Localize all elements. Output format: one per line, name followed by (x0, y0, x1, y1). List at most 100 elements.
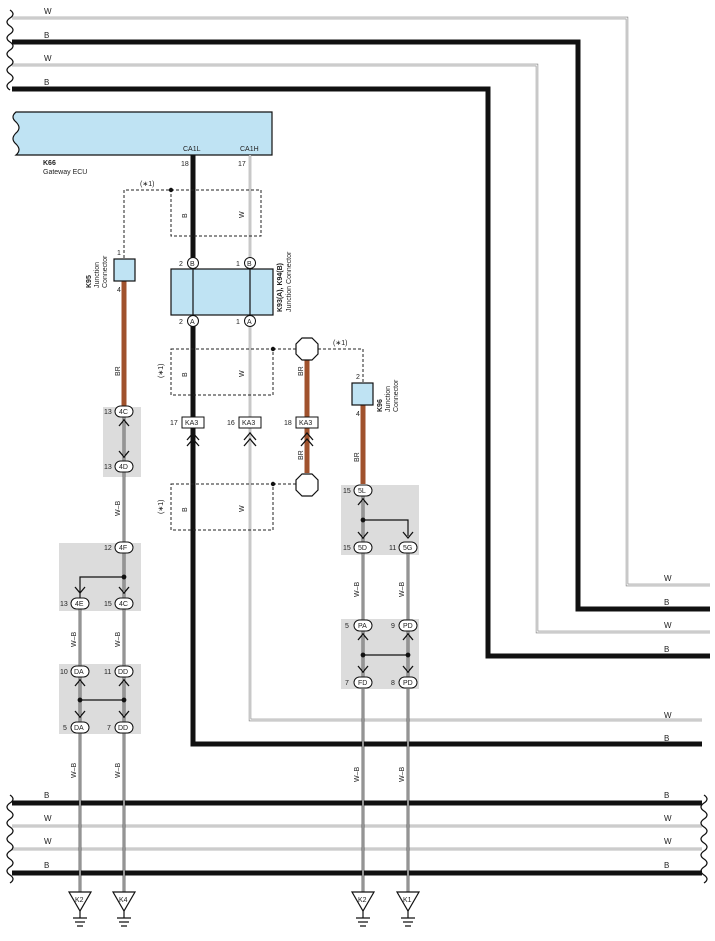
ground-k4: K4 (111, 891, 137, 927)
ground-label-3: K2 (358, 897, 367, 904)
c5g-name: 5G (403, 545, 412, 552)
wb-label-l5: W–B (115, 763, 122, 779)
k96-code: K96 (377, 399, 384, 412)
cda-top-name: DA (74, 669, 84, 676)
label-b-bottom-2r: B (664, 861, 669, 870)
right-wb-wires: W–B W–B W–B W–B (354, 495, 411, 892)
k93-code: K93(A), K94(B) (277, 263, 284, 312)
can-wires (190, 155, 702, 747)
connector-4d: 4D 13 (104, 450, 134, 473)
cpd-top-pin: 9 (391, 623, 395, 630)
cdd-top-name: DD (118, 669, 128, 676)
label-b-right-3: B (664, 734, 669, 743)
cfd-pin: 7 (345, 680, 349, 687)
ka3-name-18: KA3 (299, 420, 312, 427)
cpa-name: PA (358, 623, 367, 630)
connector-pa: PA 5 (345, 619, 373, 641)
label-b-right-2: B (664, 645, 669, 654)
label-b-top-2: B (44, 78, 49, 87)
k93-letter-a-2: A (247, 319, 252, 326)
connector-4e: 4E 13 (60, 586, 90, 610)
k93-pin-b-right: 1 (236, 261, 240, 268)
ground-label-1: K2 (75, 897, 84, 904)
ground-label-2: K4 (119, 897, 128, 904)
cpd-top-name: PD (403, 623, 413, 630)
c5g-pin: 11 (389, 545, 396, 552)
cdd-top-pin: 11 (104, 669, 111, 676)
connector-da-top: DA 10 (60, 665, 90, 687)
label-w-right-2: W (664, 621, 672, 630)
label-w-ca1h-3: W (239, 505, 246, 512)
k96-wire-br: BR (354, 452, 361, 462)
c4e-name: 4E (75, 601, 84, 608)
label-w-bottom-2: W (44, 837, 52, 846)
connector-4c-top: 4C 13 (104, 405, 134, 427)
ground-k2-left: K2 (67, 891, 93, 927)
k95-name-1: Junction (94, 262, 101, 288)
k96-name-1: Junction (385, 386, 392, 412)
ka3-name-16: KA3 (242, 420, 255, 427)
junction-connector-k96: 2 4 K96 Junction Connector BR (351, 374, 400, 484)
c4e-pin: 13 (60, 601, 68, 608)
connector-5l: 5L 15 (343, 484, 373, 506)
label-b-right-1: B (664, 598, 669, 607)
harness-wires: W B W B W B W B W B B W W B B W W B (6, 7, 710, 884)
c5d-name: 5D (358, 545, 367, 552)
cpa-pin: 5 (345, 623, 349, 630)
cda-top-pin: 10 (60, 669, 68, 676)
cpd-bot-pin: 8 (391, 680, 395, 687)
label-w-ca1h-1: W (239, 211, 246, 218)
c5l-pin: 15 (343, 488, 351, 495)
cpd-bot-name: PD (403, 680, 413, 687)
wb-label-r1: W–B (354, 582, 361, 598)
ka3-pin-18: 18 (284, 420, 292, 427)
k93-pin-a-left: 2 (179, 319, 183, 326)
connector-pd-top: PD 9 (391, 619, 418, 641)
br-label-1: BR (298, 366, 305, 376)
connector-5d: 5D 15 (343, 531, 373, 554)
k96-pin-bottom: 4 (356, 411, 360, 418)
ecu-name: Gateway ECU (43, 169, 87, 176)
label-w-bottom-1r: W (664, 814, 672, 823)
c4c-top-name: 4C (119, 409, 128, 416)
grounds: K2 K4 K2 K1 (67, 891, 421, 927)
k96-pin-top: 2 (356, 374, 360, 381)
ka3-connector-18: KA3 18 (284, 416, 319, 447)
wire-b-top-2 (12, 86, 710, 659)
c4f-name: 4F (119, 545, 127, 552)
connector-4c-bottom: 4C 15 (104, 586, 134, 610)
br-label-2: BR (298, 450, 305, 460)
ground-k1: K1 (395, 891, 421, 927)
right-connectors: 5L 15 5D 15 5G 11 PA 5 PD 9 (343, 484, 418, 689)
junction-connector-k93-k94: B B A A 2 1 2 1 K93(A), K94(B) Junction … (170, 251, 293, 327)
wb-label-r4: W–B (399, 767, 406, 783)
label-b-bottom-1: B (44, 791, 49, 800)
ka3-pin-17: 17 (170, 420, 178, 427)
ecu-terminal-ca1l: CA1L (183, 146, 201, 153)
br-branch-wire: BR BR (295, 337, 319, 497)
junction-connector-k95: 1 4 K95 Junction Connector BR (86, 250, 136, 406)
label-w-bottom-2r: W (664, 837, 672, 846)
k93-name: Junction Connector (286, 251, 293, 312)
ground-k2-right: K2 (350, 891, 376, 927)
connector-dd-top: DD 11 (104, 665, 134, 687)
c4d-pin: 13 (104, 464, 112, 471)
shield-boxes (123, 189, 364, 531)
c4d-name: 4D (119, 464, 128, 471)
ecu-pin-18: 18 (181, 161, 189, 168)
connector-dd-bottom: DD 7 (107, 710, 134, 734)
wire-ca1h (248, 155, 702, 722)
wb-label-r3: W–B (354, 767, 361, 783)
cda-bot-name: DA (74, 725, 84, 732)
left-wb-wires: W–B W–B W–B W–B W–B (71, 417, 127, 892)
label-b-bottom-2: B (44, 861, 49, 870)
k93-letter-a-1: A (190, 319, 195, 326)
wb-label-l4: W–B (71, 763, 78, 779)
label-w-ca1h-2: W (239, 370, 246, 377)
k95-pin-top: 1 (117, 250, 121, 257)
k95-code: K95 (86, 275, 93, 288)
k93-pin-a-right: 1 (236, 319, 240, 326)
break-marks-left (6, 9, 708, 884)
c4c-top-pin: 13 (104, 409, 112, 416)
